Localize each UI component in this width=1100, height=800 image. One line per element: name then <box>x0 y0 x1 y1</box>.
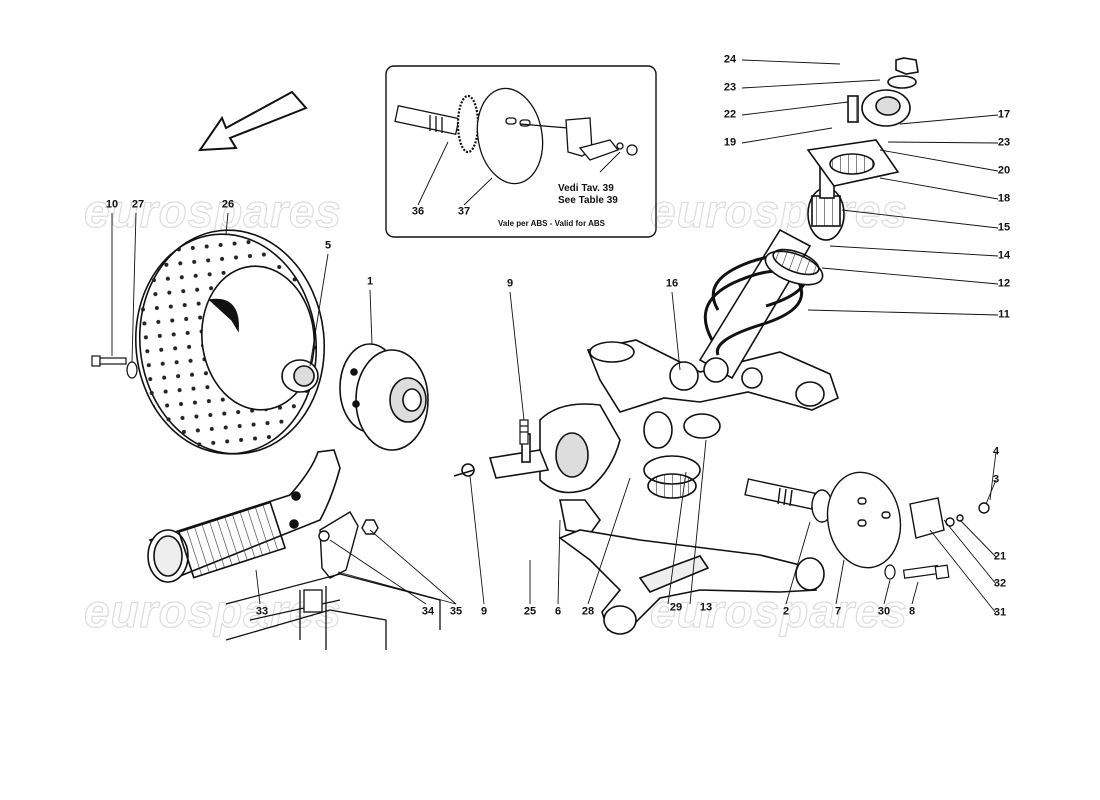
callout-28[interactable]: 28 <box>581 605 595 618</box>
callout-16[interactable]: 16 <box>665 277 679 290</box>
callout-1[interactable]: 1 <box>366 275 374 288</box>
callout-6[interactable]: 6 <box>554 605 562 618</box>
inset-table-reference: Vedi Tav. 39 See Table 39 <box>558 183 618 206</box>
callout-32[interactable]: 32 <box>993 577 1007 590</box>
callout-18[interactable]: 18 <box>997 192 1011 205</box>
callout-15[interactable]: 15 <box>997 221 1011 234</box>
drive-shaft-part <box>744 471 990 569</box>
inset-note-line-1: Vedi Tav. 39 <box>558 183 614 194</box>
callout-37[interactable]: 37 <box>457 205 471 218</box>
callout-8[interactable]: 8 <box>908 605 916 618</box>
abs-shaft-part <box>394 94 480 154</box>
callout-17[interactable]: 17 <box>997 108 1011 121</box>
bump-stop-part <box>643 411 721 499</box>
callout-11[interactable]: 11 <box>998 308 1010 321</box>
abs-inset-box <box>385 65 657 238</box>
hub-stud-part <box>519 419 529 445</box>
brake-disc-part <box>134 229 326 455</box>
callout-34[interactable]: 34 <box>421 605 435 618</box>
callout-26[interactable]: 26 <box>221 198 235 211</box>
lower-wishbone-part <box>558 529 825 635</box>
cooling-duct-part <box>147 449 341 583</box>
callout-23-top[interactable]: 23 <box>723 81 737 94</box>
callout-10[interactable]: 10 <box>105 198 119 211</box>
callout-13[interactable]: 13 <box>699 601 713 614</box>
callout-2[interactable]: 2 <box>782 605 790 618</box>
abs-bracket <box>565 117 638 161</box>
steering-knuckle-part <box>453 403 621 535</box>
callout-27[interactable]: 27 <box>131 198 145 211</box>
callout-9-upper[interactable]: 9 <box>506 277 514 290</box>
chassis-frame-part <box>225 573 441 650</box>
duct-bracket-part <box>318 511 379 579</box>
abs-sensor-plate <box>476 87 569 185</box>
callout-12[interactable]: 12 <box>997 277 1011 290</box>
direction-arrow <box>198 90 308 152</box>
callout-29[interactable]: 29 <box>669 601 683 614</box>
callout-5[interactable]: 5 <box>324 239 332 252</box>
callout-4[interactable]: 4 <box>992 445 1000 458</box>
callout-22[interactable]: 22 <box>723 108 737 121</box>
callout-36[interactable]: 36 <box>411 205 425 218</box>
inset-abs-note: Vale per ABS - Valid for ABS <box>498 219 605 228</box>
callout-19[interactable]: 19 <box>723 136 737 149</box>
callout-25[interactable]: 25 <box>523 605 537 618</box>
wheel-hub-part <box>339 343 429 451</box>
callout-7[interactable]: 7 <box>834 605 842 618</box>
callout-24[interactable]: 24 <box>723 53 737 66</box>
callout-33[interactable]: 33 <box>255 605 269 618</box>
disc-bolt-part <box>91 355 138 379</box>
callout-20[interactable]: 20 <box>997 164 1011 177</box>
callout-9-lower[interactable]: 9 <box>480 605 488 618</box>
callout-31[interactable]: 31 <box>993 606 1007 619</box>
inset-note-line-2: See Table 39 <box>558 194 618 206</box>
callout-21[interactable]: 21 <box>993 550 1007 563</box>
callout-leaders <box>111 59 999 614</box>
callout-30[interactable]: 30 <box>877 605 891 618</box>
wishbone-bolt-part <box>884 564 950 580</box>
callout-23-right[interactable]: 23 <box>997 136 1011 149</box>
callout-14[interactable]: 14 <box>997 249 1011 262</box>
coil-spring-damper-part <box>698 57 919 389</box>
callout-3[interactable]: 3 <box>992 473 1000 486</box>
callout-35[interactable]: 35 <box>449 605 463 618</box>
